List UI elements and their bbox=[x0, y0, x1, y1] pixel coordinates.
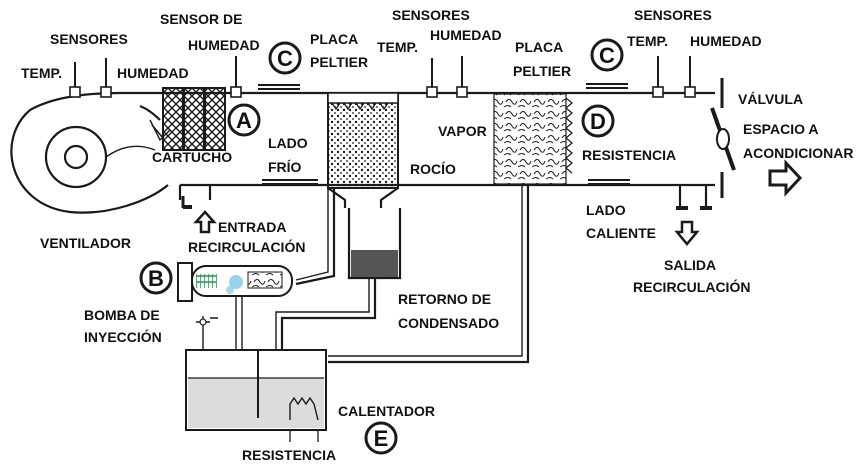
hot-side-plate bbox=[588, 179, 630, 185]
label-resistencia-1: RESISTENCIA bbox=[582, 147, 676, 163]
injection-pump bbox=[177, 262, 293, 302]
label-acondicionar: ACONDICIONAR bbox=[743, 145, 853, 161]
badge-b: B bbox=[139, 261, 173, 295]
label-resistencia-2: RESISTENCIA bbox=[242, 447, 336, 463]
label-temp-2: TEMP. bbox=[377, 39, 418, 55]
label-sensor-de: SENSOR DE bbox=[160, 11, 242, 27]
heater-tank bbox=[185, 316, 327, 442]
label-entrada: ENTRADA bbox=[218, 219, 286, 235]
condensate-container bbox=[347, 208, 402, 280]
label-recirculacion-2: RECIRCULACIÓN bbox=[633, 278, 750, 295]
label-cartucho: CARTUCHO bbox=[152, 149, 232, 165]
label-placa-1: PLACA bbox=[310, 31, 358, 47]
label-lado-frio-1: LADO bbox=[268, 135, 308, 151]
label-inyeccion: INYECCIÓN bbox=[84, 328, 162, 345]
badge-a: A bbox=[227, 103, 261, 137]
outlet-arrow-icon bbox=[674, 220, 700, 246]
svg-text:E: E bbox=[374, 426, 389, 451]
label-salida: SALIDA bbox=[664, 257, 716, 273]
sensor-humidity-a bbox=[230, 56, 242, 98]
cartridge bbox=[151, 87, 226, 151]
svg-text:A: A bbox=[236, 108, 252, 133]
badge-e: E bbox=[364, 421, 398, 455]
svg-text:C: C bbox=[277, 46, 293, 71]
sensor-humidity-1 bbox=[100, 58, 112, 98]
label-temp-3: TEMP. bbox=[627, 33, 668, 49]
label-sensores-1: SENSORES bbox=[50, 31, 128, 47]
label-condensado: CONDENSADO bbox=[398, 315, 499, 331]
svg-text:B: B bbox=[148, 266, 164, 291]
label-peltier-2: PELTIER bbox=[513, 63, 571, 79]
label-lado-caliente-2: CALIENTE bbox=[586, 225, 656, 241]
peltier-plate-1 bbox=[258, 84, 300, 90]
label-humedad-1: HUMEDAD bbox=[117, 65, 189, 81]
label-retorno: RETORNO DE bbox=[398, 291, 491, 307]
label-vapor: VAPOR bbox=[438, 123, 487, 139]
label-temp-1: TEMP. bbox=[21, 65, 62, 81]
sensor-temp-2 bbox=[426, 58, 438, 98]
sensor-humidity-3 bbox=[684, 56, 696, 98]
badge-d: D bbox=[581, 104, 615, 138]
badge-c-1: C bbox=[268, 41, 302, 75]
sensor-temp-1 bbox=[69, 62, 81, 98]
badge-c-2: C bbox=[590, 38, 624, 72]
supply-arrow-icon bbox=[768, 159, 803, 197]
label-sensores-3: SENSORES bbox=[634, 7, 712, 23]
label-humedad-3: HUMEDAD bbox=[430, 27, 502, 43]
dew-chamber bbox=[327, 92, 399, 208]
label-bomba: BOMBA DE bbox=[84, 307, 160, 323]
svg-text:C: C bbox=[599, 43, 615, 68]
inlet-arrow-icon bbox=[193, 210, 217, 234]
label-rocio: ROCÍO bbox=[410, 161, 456, 177]
label-ventilador: VENTILADOR bbox=[40, 235, 131, 251]
label-valvula: VÁLVULA bbox=[738, 91, 803, 107]
sensor-humidity-2 bbox=[456, 56, 468, 98]
label-lado-frio-2: FRÍO bbox=[268, 159, 302, 175]
valve-icon bbox=[710, 107, 736, 171]
sensor-temp-3 bbox=[652, 56, 664, 98]
svg-text:D: D bbox=[590, 109, 606, 134]
label-calentador: CALENTADOR bbox=[338, 403, 435, 419]
peltier-plate-2 bbox=[586, 83, 628, 89]
label-lado-caliente-1: LADO bbox=[586, 202, 626, 218]
label-humedad-2: HUMEDAD bbox=[188, 37, 260, 53]
label-peltier-1: PELTIER bbox=[310, 54, 368, 70]
label-recirculacion-1: RECIRCULACIÓN bbox=[188, 238, 305, 255]
label-espacio-a: ESPACIO A bbox=[743, 121, 818, 137]
fan-icon bbox=[10, 104, 171, 214]
vapor-chamber bbox=[493, 93, 573, 185]
label-placa-2: PLACA bbox=[515, 39, 563, 55]
label-humedad-4: HUMEDAD bbox=[690, 33, 762, 49]
label-sensores-2: SENSORES bbox=[392, 7, 470, 23]
cold-side-plate bbox=[262, 179, 318, 185]
